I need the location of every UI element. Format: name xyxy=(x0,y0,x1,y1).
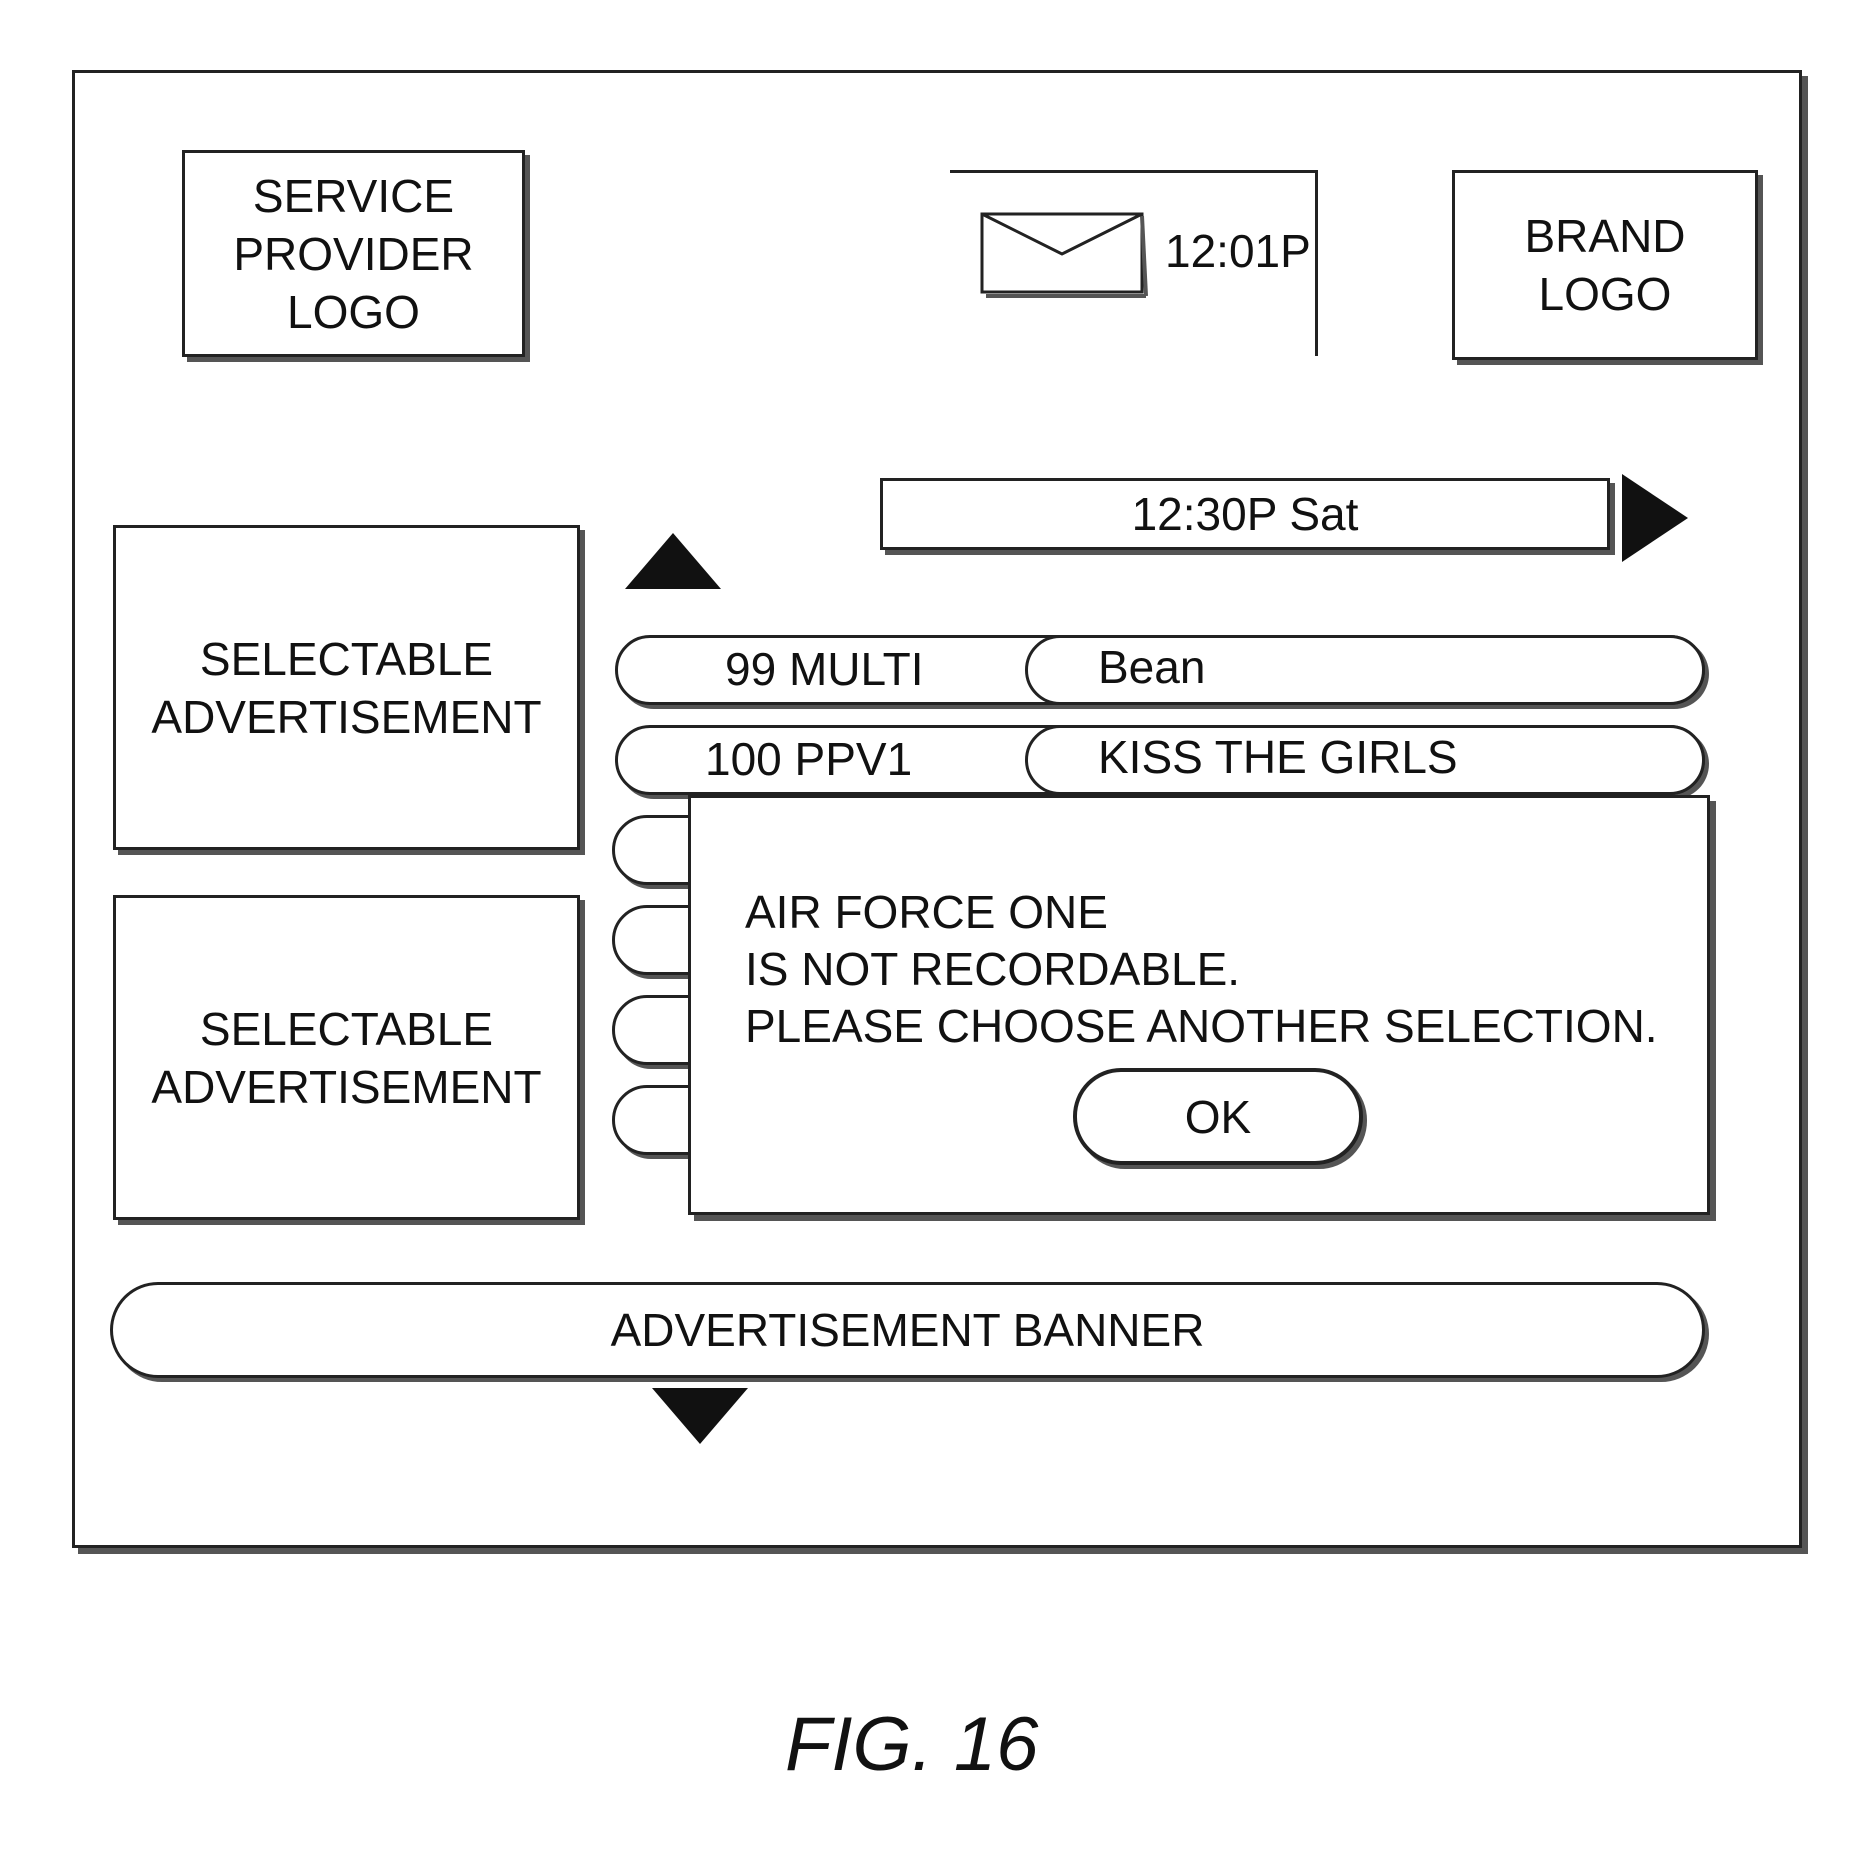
figure-caption: FIG. 16 xyxy=(785,1700,1085,1790)
ok-button[interactable]: OK xyxy=(1073,1068,1363,1165)
selectable-advertisement-top[interactable]: SELECTABLE ADVERTISEMENT xyxy=(113,525,580,850)
envelope-icon[interactable] xyxy=(980,212,1150,298)
brand-logo: BRAND LOGO xyxy=(1452,170,1758,360)
dialog-message-line3: PLEASE CHOOSE ANOTHER SELECTION. xyxy=(745,997,1685,1057)
next-time-arrow-icon[interactable] xyxy=(1622,474,1688,562)
channel-label: 100 PPV1 xyxy=(705,730,1005,790)
selectable-advertisement-bottom[interactable]: SELECTABLE ADVERTISEMENT xyxy=(113,895,580,1220)
scroll-down-arrow-icon[interactable] xyxy=(652,1388,748,1444)
clock-time: 12:01P xyxy=(1165,222,1315,282)
dialog-message-line2: IS NOT RECORDABLE. xyxy=(745,940,1645,1000)
scroll-up-arrow-icon[interactable] xyxy=(625,533,721,589)
channel-label: 99 MULTI xyxy=(725,640,1025,700)
program-title: KISS THE GIRLS xyxy=(1098,728,1658,788)
program-title: Bean xyxy=(1098,638,1658,698)
service-provider-logo: SERVICE PROVIDER LOGO xyxy=(182,150,525,357)
time-slot-bar: 12:30P Sat xyxy=(880,478,1610,550)
advertisement-banner[interactable]: ADVERTISEMENT BANNER xyxy=(110,1282,1705,1378)
dialog-message-line1: AIR FORCE ONE xyxy=(745,883,1645,943)
